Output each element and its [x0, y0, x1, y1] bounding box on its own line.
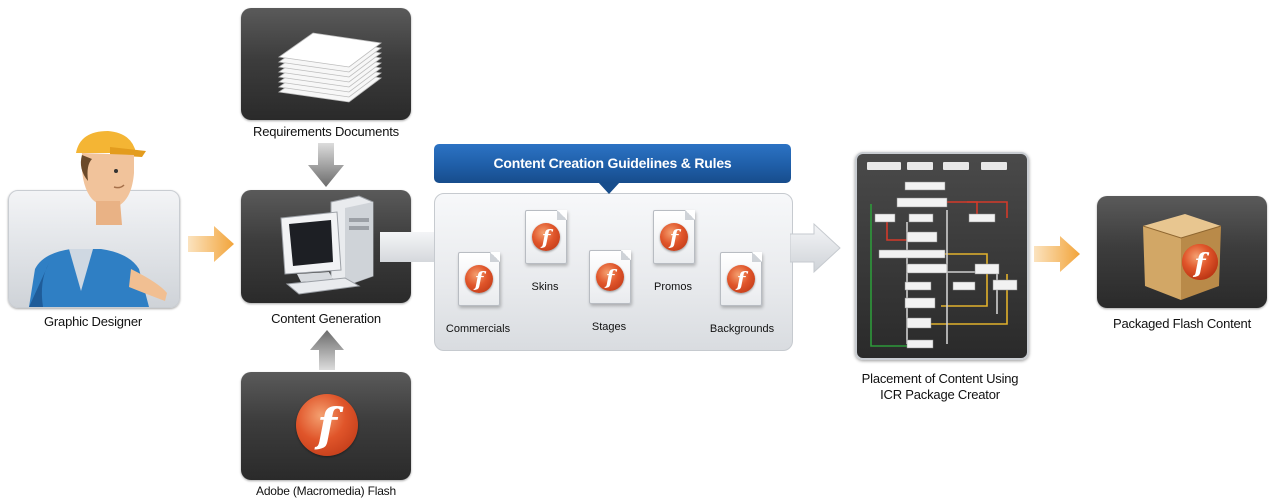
- designer-label: Graphic Designer: [44, 314, 142, 329]
- packaged-tile: f: [1097, 196, 1267, 308]
- document-stack-icon: [277, 32, 383, 103]
- flow-arrow-2: [1034, 236, 1080, 272]
- package-box-icon: f: [1142, 214, 1222, 300]
- doc-label-promos: Promos: [654, 281, 692, 293]
- doc-stages: f: [589, 250, 631, 304]
- flow-arrow-1: [188, 226, 234, 262]
- doc-label-backgrounds: Backgrounds: [709, 323, 775, 335]
- package-creator-flowchart: [867, 162, 1018, 349]
- doc-promos: f: [653, 210, 695, 264]
- packaged-label: Packaged Flash Content: [1113, 316, 1251, 331]
- flash-logo-icon: f: [532, 223, 560, 251]
- guidelines-title-pointer: [598, 182, 620, 194]
- guidelines-arrow-head: [790, 222, 841, 274]
- doc-label-stages: Stages: [591, 321, 627, 333]
- doc-skins: f: [525, 210, 567, 264]
- flash-tile: f: [241, 372, 411, 480]
- flash-logo-icon: f: [660, 223, 688, 251]
- down-arrow: [308, 143, 344, 187]
- guidelines-title: Content Creation Guidelines & Rules: [493, 155, 732, 171]
- placement-label-line2: ICR Package Creator: [880, 387, 1000, 402]
- placement-label-line1: Placement of Content Using: [861, 371, 1019, 386]
- graphic-designer-icon: [29, 249, 167, 307]
- doc-commercials: f: [458, 252, 500, 306]
- computer-icon: [280, 195, 374, 295]
- package-creator-panel: [855, 152, 1029, 360]
- doc-label-commercials: Commercials: [445, 323, 511, 335]
- doc-backgrounds: f: [720, 252, 762, 306]
- flash-logo-icon: f: [465, 265, 493, 293]
- content-generation-tile: [241, 190, 411, 303]
- content-generation-label: Content Generation: [271, 311, 381, 326]
- requirements-tile: [241, 8, 411, 120]
- flash-logo-icon: f: [296, 394, 358, 456]
- designer-tile: [8, 190, 180, 308]
- requirements-label: Requirements Documents: [253, 124, 399, 139]
- flash-logo-icon: f: [727, 265, 755, 293]
- flash-label: Adobe (Macromedia) Flash: [256, 484, 396, 498]
- designer-head: [76, 131, 146, 225]
- up-arrow: [310, 330, 344, 370]
- guidelines-title-bar: [434, 144, 791, 183]
- svg-text:f: f: [1192, 249, 1209, 279]
- guidelines-arrow-tail: [380, 232, 440, 262]
- flash-logo-icon: f: [596, 263, 624, 291]
- doc-label-skins: Skins: [531, 281, 559, 293]
